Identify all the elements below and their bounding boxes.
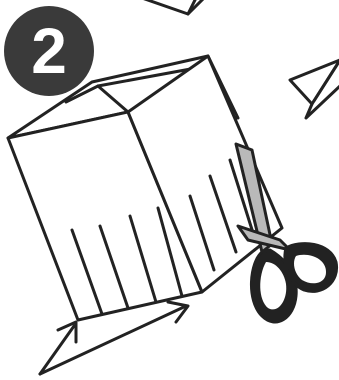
paper-plane-icon xyxy=(290,60,339,118)
paper-plane-top-fragment-icon xyxy=(142,0,204,14)
scissors-icon xyxy=(236,144,337,322)
step-number-badge: 2 xyxy=(4,6,94,96)
